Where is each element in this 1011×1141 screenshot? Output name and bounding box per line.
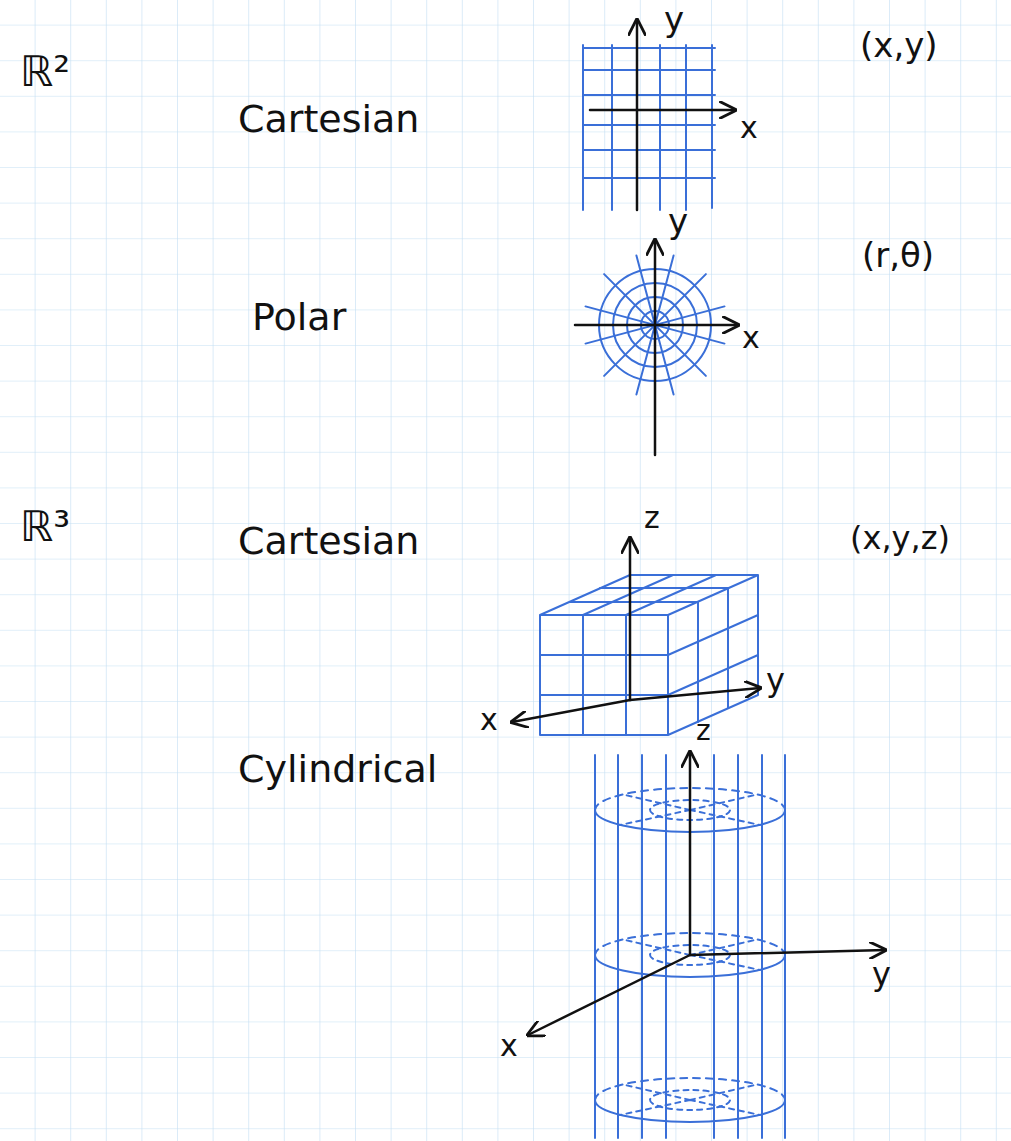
front-face-grid	[540, 615, 668, 735]
space-label: ℝ³	[20, 505, 70, 549]
axis-label: x	[500, 1030, 518, 1062]
space-label: ℝ²	[20, 50, 70, 94]
axis-label: y	[664, 2, 684, 38]
axis-label: y	[872, 958, 891, 992]
cylindrical-axes	[528, 752, 885, 1035]
polar-axes	[575, 240, 738, 455]
system-name: Cartesian	[238, 522, 419, 562]
cartesian-3d-axes	[512, 538, 760, 722]
cartesian-2d-axes	[590, 20, 735, 210]
z-axis	[629, 538, 632, 700]
y-axis	[690, 950, 885, 955]
x-axis	[528, 955, 690, 1035]
system-name: Cylindrical	[238, 750, 437, 790]
z-axis	[689, 752, 692, 955]
x-axis	[590, 109, 735, 112]
side-face-grid	[668, 588, 758, 722]
axis-label: y	[668, 204, 688, 240]
axis-label: x	[740, 112, 758, 144]
axis-label: x	[742, 322, 760, 354]
axis-label: y	[766, 664, 785, 698]
system-name: Cartesian	[238, 100, 419, 140]
axis-label: z	[644, 502, 660, 534]
y-axis	[630, 688, 760, 700]
axis-label: z	[696, 716, 711, 745]
cartesian-2d-grid	[583, 45, 715, 210]
grid-lines	[583, 45, 715, 210]
x-axis	[575, 324, 738, 327]
axis-label: x	[480, 704, 498, 736]
y-axis	[654, 240, 657, 455]
coordinate-tuple: (r,θ)	[862, 238, 934, 274]
system-name: Polar	[252, 298, 346, 338]
top-face-grid	[570, 575, 728, 615]
y-axis	[636, 20, 639, 210]
coordinate-tuple: (x,y)	[860, 28, 938, 64]
x-axis	[512, 700, 630, 722]
coordinate-tuple: (x,y,z)	[850, 522, 950, 556]
